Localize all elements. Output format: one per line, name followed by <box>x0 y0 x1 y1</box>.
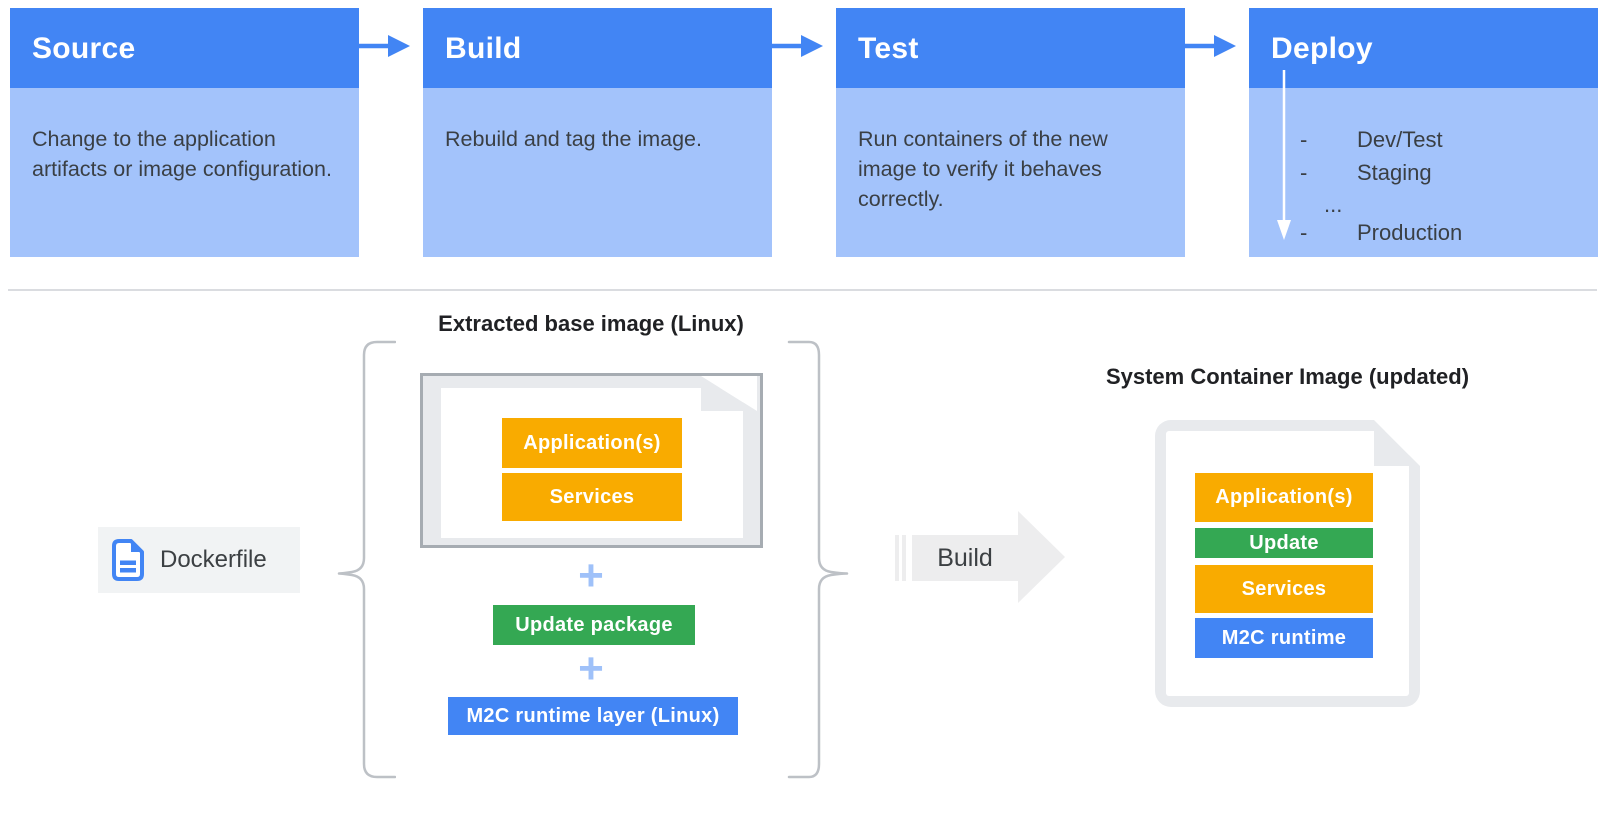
stage-source-description: Change to the application artifacts or i… <box>10 88 359 257</box>
update-package-box: Update package <box>493 605 695 645</box>
left-brace-icon <box>337 340 396 779</box>
extracted-base-image-title: Extracted base image (Linux) <box>438 311 744 336</box>
result-layer-services: Services <box>1195 565 1373 613</box>
layer-applications: Application(s) <box>502 418 682 468</box>
m2c-runtime-layer-box: M2C runtime layer (Linux) <box>448 697 738 735</box>
stage-deploy-title: Deploy <box>1249 8 1598 88</box>
folded-corner-icon <box>701 376 757 411</box>
result-layer-m2c-runtime: M2C runtime <box>1195 618 1373 658</box>
list-dash: - <box>1300 220 1308 245</box>
stage-source: Source Change to the application artifac… <box>10 8 359 257</box>
result-layer-applications: Application(s) <box>1195 473 1373 522</box>
stage-source-title: Source <box>10 8 359 88</box>
build-arrow-icon <box>895 511 1065 603</box>
right-brace-icon <box>787 340 849 779</box>
stage-test: Test Run containers of the new image to … <box>836 8 1185 257</box>
stage-build-description: Rebuild and tag the image. <box>423 88 772 257</box>
deploy-sequence-arrow-icon <box>1277 70 1291 240</box>
stage-build: Build Rebuild and tag the image. <box>423 8 772 257</box>
list-dash: - <box>1300 127 1308 152</box>
dockerfile-chip: Dockerfile <box>98 527 300 593</box>
list-dash: - <box>1300 160 1308 185</box>
result-layer-update: Update <box>1195 528 1373 558</box>
extracted-base-image-box: Application(s) Services <box>420 373 763 548</box>
stage-test-title: Test <box>836 8 1185 88</box>
dockerfile-document-icon <box>112 539 144 581</box>
plus-icon: + <box>578 551 604 600</box>
stage-deploy-body: - Dev/Test - Staging ... - Production <box>1249 70 1598 257</box>
section-divider <box>8 289 1597 291</box>
stage-test-description: Run containers of the new image to verif… <box>836 88 1185 257</box>
system-container-image-doc: Application(s) Update Services M2C runti… <box>1155 420 1420 707</box>
arrow-build-to-test-icon <box>771 35 823 57</box>
stage-build-title: Build <box>423 8 772 88</box>
build-arrow-label: Build <box>937 543 993 572</box>
pipeline-row: Source Change to the application artifac… <box>10 8 1598 257</box>
dockerfile-label: Dockerfile <box>160 546 267 573</box>
system-container-image-title: System Container Image (updated) <box>1105 364 1470 389</box>
arrow-source-to-build-icon <box>358 35 410 57</box>
plus-icon: + <box>578 644 604 693</box>
folded-corner-icon <box>1374 420 1420 466</box>
layer-services: Services <box>502 473 682 521</box>
stage-deploy: Deploy - Dev/Test - Staging ... - Produc… <box>1249 8 1598 257</box>
arrow-test-to-deploy-icon <box>1184 35 1236 57</box>
